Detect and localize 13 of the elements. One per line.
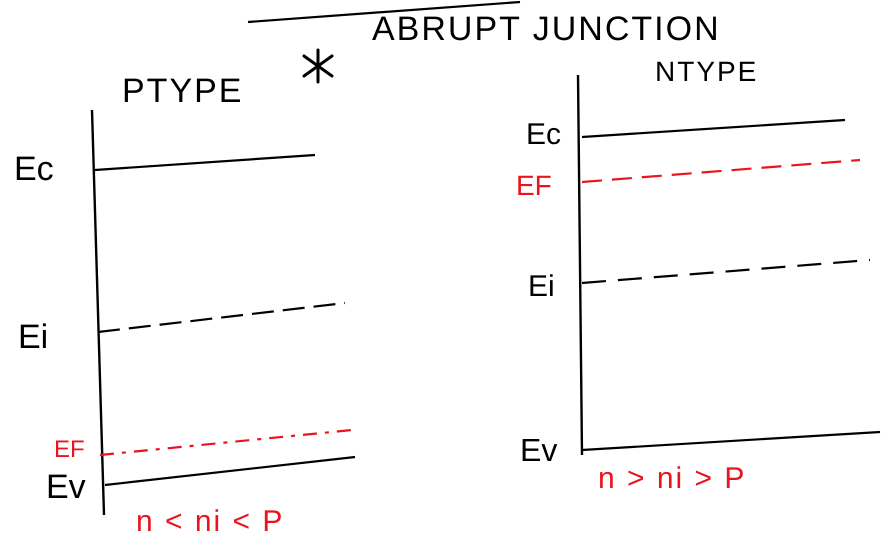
energy-label: PTYPE xyxy=(122,72,244,111)
energy-label: Ec xyxy=(14,150,54,189)
energy-label: EF xyxy=(54,436,85,464)
energy-label: Ei xyxy=(18,318,48,357)
energy-label: NTYPE xyxy=(655,56,758,88)
energy-label: Ev xyxy=(46,468,86,507)
energy-label: Ev xyxy=(520,432,558,469)
energy-label: Ec xyxy=(526,118,562,152)
energy-label: n > ni > P xyxy=(598,462,746,496)
energy-label: EF xyxy=(516,170,552,202)
diagram-title: ABRUPT JUNCTION xyxy=(372,10,721,49)
energy-label: Ei xyxy=(528,270,555,304)
energy-label: n < ni < P xyxy=(136,505,284,539)
